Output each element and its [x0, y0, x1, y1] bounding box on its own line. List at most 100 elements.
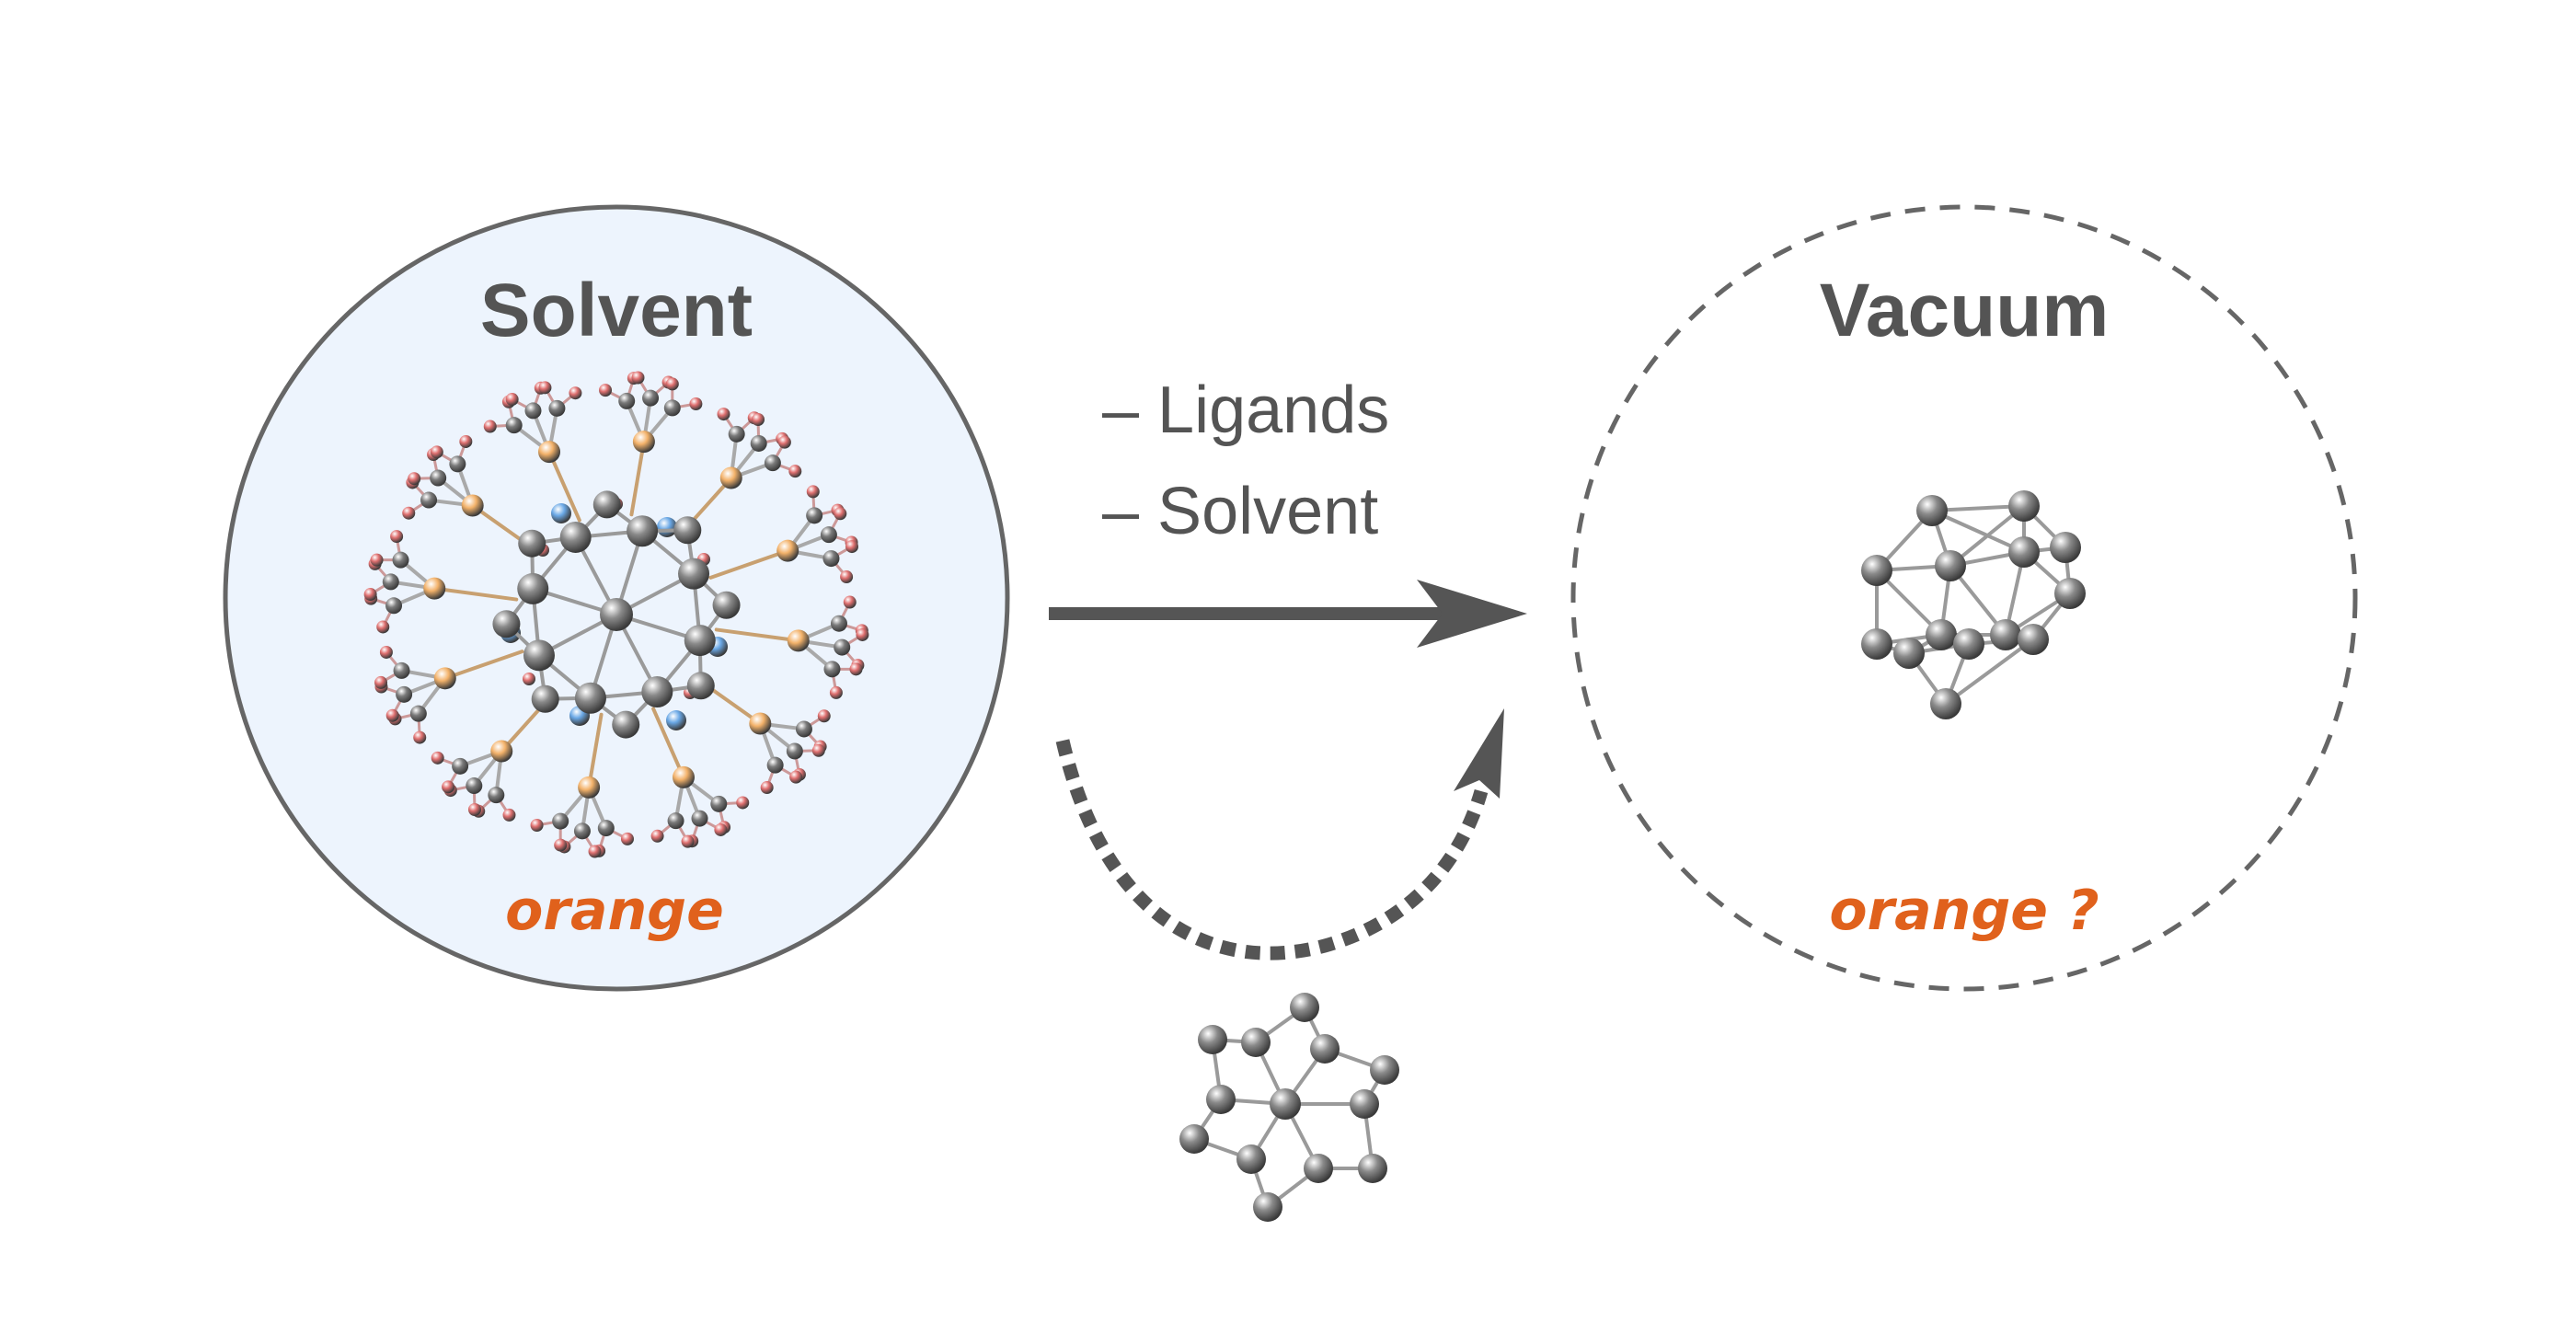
ligand-carbon-atom: [597, 820, 615, 837]
ligand-end-atom: [385, 708, 399, 722]
metal-atom: [612, 710, 640, 739]
metal-atom: [1310, 1034, 1340, 1064]
metal-atom: [686, 672, 715, 700]
ligand-end-atom: [777, 435, 791, 449]
metal-atom: [684, 625, 716, 657]
ligand-carbon-atom: [392, 551, 409, 569]
metal-atom: [1241, 1028, 1271, 1057]
vacuum-title: Vacuum: [1820, 269, 2109, 352]
ligand-carbon-atom: [820, 526, 837, 544]
ligand-carbon-atom: [667, 812, 684, 830]
metal-atom: [600, 598, 633, 631]
metal-atom: [627, 515, 659, 547]
ligand-end-atom: [408, 472, 421, 486]
ligand-carbon-atom: [488, 787, 505, 804]
ligand-end-atom: [806, 485, 820, 499]
metal-atom: [1930, 688, 1961, 719]
nitrogen-atom: [551, 503, 571, 523]
metal-atom: [641, 676, 673, 708]
ligand-end-atom: [483, 420, 497, 433]
ligand-end-atom: [431, 751, 444, 765]
phosphorus-atom: [578, 776, 601, 799]
nitrogen-atom: [666, 710, 686, 730]
ligand-end-atom: [849, 662, 863, 676]
bond: [432, 586, 519, 602]
ligand-end-atom: [752, 412, 765, 426]
ligand-end-atom: [413, 730, 427, 744]
metal-atom: [592, 490, 621, 519]
ligand-carbon-atom: [728, 425, 745, 443]
phosphorus-atom: [423, 577, 446, 600]
metal-atom: [1358, 1154, 1387, 1183]
ligand-end-atom: [379, 645, 393, 659]
metal-atom: [1926, 619, 1957, 650]
oxygen-atom: [523, 673, 535, 685]
phosphorus-atom: [719, 466, 742, 489]
removal-item-solvent: – Solvent: [1102, 475, 1378, 548]
ligand-end-atom: [588, 845, 602, 858]
removal-item-ligands: – Ligands: [1102, 374, 1389, 447]
ligand-carbon-atom: [663, 399, 681, 417]
phosphorus-atom: [433, 667, 456, 690]
bond: [629, 440, 646, 517]
ligand-end-atom: [840, 570, 854, 584]
metal-atom: [523, 639, 555, 672]
curved-dotted-arrow-icon: [1055, 708, 1504, 960]
ligand-end-atom: [467, 803, 481, 817]
ligand-end-atom: [788, 465, 802, 478]
ligand-carbon-atom: [710, 795, 728, 812]
metal-atom: [1861, 628, 1892, 660]
ligand-carbon-atom: [691, 810, 708, 827]
bond: [587, 712, 604, 789]
ligand-carbon-atom: [822, 550, 840, 568]
ligand-end-atom: [665, 377, 679, 391]
metal-atom: [574, 682, 606, 714]
metal-atom: [2050, 532, 2081, 563]
ligand-carbon-atom: [642, 389, 660, 407]
metal-atom: [712, 591, 741, 619]
metal-atom: [559, 521, 592, 553]
ligand-carbon-atom: [449, 455, 466, 473]
ligand-end-atom: [811, 743, 825, 757]
ligand-end-atom: [650, 829, 664, 843]
metal-atom: [492, 610, 521, 638]
ligand-end-atom: [363, 588, 377, 602]
ligand-carbon-atom: [764, 454, 781, 472]
ligand-carbon-atom: [766, 756, 784, 774]
ligand-end-atom: [631, 371, 645, 385]
ligand-end-atom: [430, 445, 443, 459]
ligand-carbon-atom: [795, 720, 812, 738]
metal-atom: [531, 684, 559, 713]
bond: [651, 707, 685, 779]
vacuum-circle: [1570, 204, 2358, 992]
ligand-end-atom: [442, 780, 455, 794]
bond: [547, 450, 581, 523]
ligand-carbon-atom: [420, 491, 438, 509]
metal-atom: [2008, 490, 2040, 522]
metal-atom: [673, 516, 702, 545]
metal-atom: [1935, 550, 1966, 581]
ligand-end-atom: [760, 781, 774, 795]
ligand-end-atom: [845, 540, 858, 554]
ligand-carbon-atom: [834, 638, 851, 656]
ligand-end-atom: [717, 408, 730, 421]
bond: [1944, 638, 2035, 706]
bond: [443, 650, 524, 681]
ligand-end-atom: [569, 386, 582, 400]
ligand-carbon-atom: [409, 705, 427, 722]
solvent-color-label: orange: [505, 879, 724, 943]
ligand-end-atom: [538, 381, 552, 395]
ligand-end-atom: [530, 818, 544, 832]
bare-metal-cluster-3d-icon: [1861, 490, 2086, 719]
phosphorus-atom: [490, 740, 513, 763]
phosphorus-atom: [461, 494, 484, 517]
ligand-end-atom: [402, 506, 416, 520]
ligand-carbon-atom: [618, 392, 636, 409]
ligand-carbon-atom: [806, 507, 823, 524]
phosphorus-atom: [776, 539, 799, 562]
metal-atom: [1270, 1088, 1301, 1120]
metal-atom: [1916, 495, 1948, 526]
phosphorus-atom: [538, 441, 561, 464]
metal-atom: [2008, 536, 2040, 568]
